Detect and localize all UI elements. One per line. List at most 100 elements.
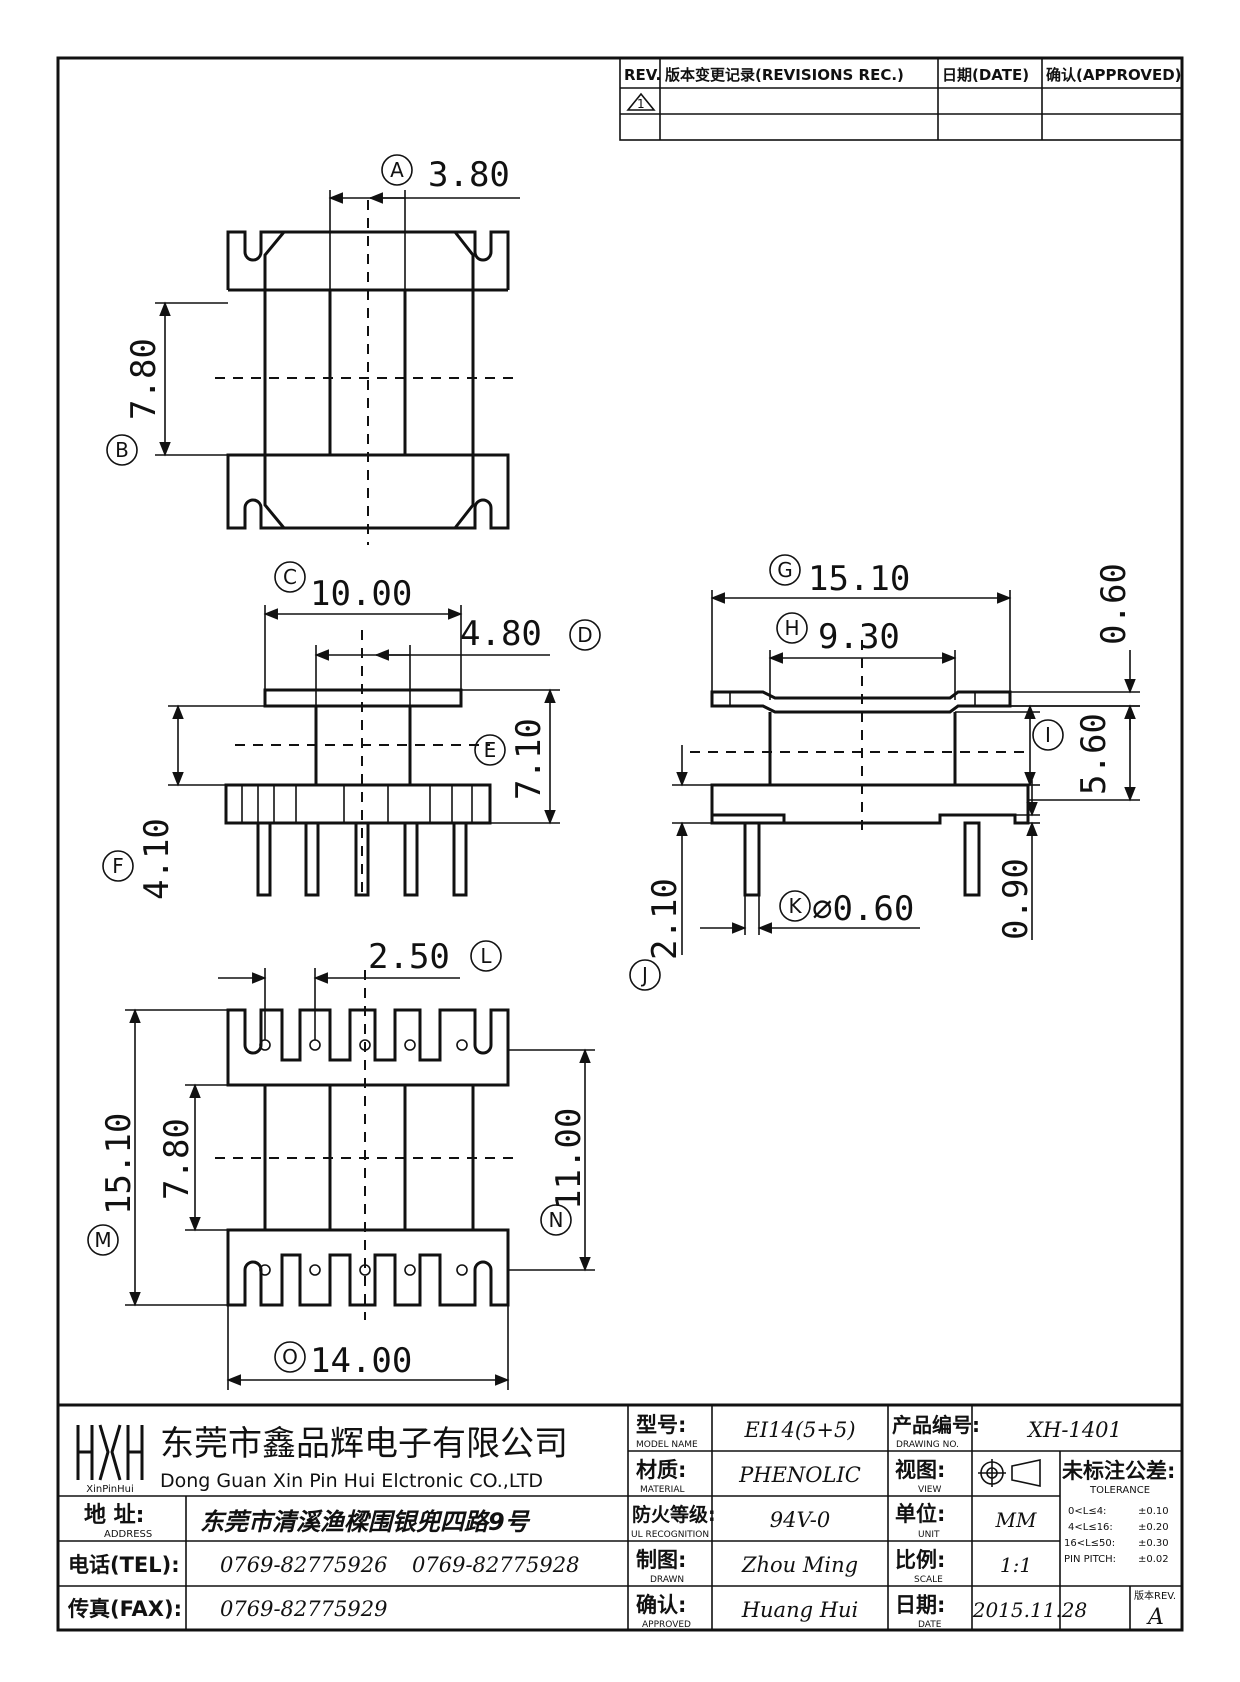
tol-val-0: ±0.10	[1138, 1506, 1169, 1517]
dim-l: 2.50 L	[368, 937, 502, 977]
rev-header: REV.	[624, 66, 661, 84]
unit-label-en: UNIT	[918, 1530, 940, 1540]
tol-range-3: PIN PITCH:	[1064, 1554, 1116, 1565]
tol-range-1: 4<L≤16:	[1068, 1522, 1113, 1533]
dim-k-letter: K	[788, 894, 802, 918]
drawn-label: 制图:	[636, 1548, 686, 1572]
dim-a-letter: A	[390, 158, 404, 182]
dim-a-value: 3.80	[428, 155, 510, 195]
model-label: 型号:	[636, 1413, 686, 1437]
dim-d: 4.80 D	[460, 614, 601, 654]
drawing-no-label-en: DRAWING NO.	[896, 1440, 959, 1450]
drawing-no-value: XH-1401	[1026, 1418, 1122, 1442]
tolerance-label-en: TOLERANCE	[1089, 1485, 1150, 1496]
material-value: PHENOLIC	[738, 1463, 861, 1487]
dim-e-value: 7.10	[509, 718, 549, 800]
dim-g-letter: G	[777, 558, 793, 582]
revision-mark: 1	[637, 97, 645, 111]
fax-label: 传真(FAX):	[67, 1597, 182, 1621]
dim-n-letter: N	[549, 1208, 564, 1232]
dim-h: H 9.30	[776, 612, 900, 657]
rev-rec-header: 版本变更记录(REVISIONS REC.)	[665, 66, 904, 84]
dim-o-letter: O	[282, 1345, 298, 1369]
logo-caption: XinPinHui	[86, 1484, 134, 1495]
scale-value: 1:1	[1000, 1553, 1032, 1577]
dim-d-letter: D	[577, 623, 592, 647]
dim-e-letter: E	[484, 738, 497, 762]
drawing-no-label: 产品编号:	[892, 1413, 980, 1437]
company-name-en: Dong Guan Xin Pin Hui Elctronic CO.,LTD	[160, 1470, 543, 1492]
dim-e: E 7.10	[474, 718, 549, 800]
dim-g: G 15.10	[769, 554, 910, 599]
dim-h-value: 9.30	[818, 617, 900, 657]
dim-b-value: 7.80	[124, 338, 164, 420]
dim-k-value: ⌀0.60	[812, 889, 914, 929]
tol-val-2: ±0.30	[1138, 1538, 1169, 1549]
tol-val-3: ±0.02	[1138, 1554, 1169, 1565]
dim-f-letter: F	[112, 854, 124, 878]
tol-val-1: ±0.20	[1138, 1522, 1169, 1533]
tel-label: 电话(TEL):	[68, 1553, 180, 1577]
tolerance-label: 未标注公差:	[1062, 1459, 1175, 1483]
dim-m: M 15.10	[87, 1113, 139, 1256]
tel-value-1: 0769-82775926	[220, 1553, 387, 1577]
view-label-en: VIEW	[918, 1485, 941, 1495]
scale-label-en: SCALE	[914, 1575, 943, 1585]
revision-triangle-icon	[626, 92, 656, 111]
dim-n-value: 11.00	[549, 1108, 589, 1210]
company-logo: XinPinHui	[76, 1424, 144, 1495]
dim-m-value: 15.10	[99, 1113, 139, 1215]
dim-i: I 5.60	[1032, 713, 1114, 795]
tel-value-2: 0769-82775928	[412, 1553, 579, 1577]
material-label-en: MATERIAL	[640, 1485, 685, 1495]
dim-090-value: 0.90	[996, 858, 1036, 940]
dim-f-value: 4.10	[137, 818, 177, 900]
revision-table: REV. 版本变更记录(REVISIONS REC.) 日期(DATE) 确认(…	[619, 57, 1183, 141]
fire-label: 防火等级:	[632, 1503, 716, 1526]
dim-k: K ⌀0.60	[779, 889, 914, 929]
dim-m-letter: M	[94, 1228, 111, 1252]
approved-label: 确认:	[636, 1593, 686, 1617]
side-view	[672, 590, 1140, 955]
dim-b-letter: B	[115, 438, 129, 462]
rev-label: 版本REV.	[1134, 1589, 1176, 1602]
drawn-label-en: DRAWN	[650, 1575, 684, 1585]
dim-060-top: 0.60	[1094, 563, 1134, 645]
dim-c-value: 10.00	[310, 574, 412, 614]
dim-d-value: 4.80	[460, 614, 542, 654]
dim-a: A 3.80	[381, 154, 510, 195]
dim-o-value: 14.00	[310, 1341, 412, 1381]
address-label-en: ADDRESS	[104, 1529, 152, 1540]
dim-i-letter: I	[1045, 723, 1051, 747]
fax-value: 0769-82775929	[220, 1597, 387, 1621]
dim-i-value: 5.60	[1074, 713, 1114, 795]
dim-f: F 4.10	[102, 818, 177, 900]
dim-n: N 11.00	[540, 1108, 589, 1236]
tol-range-2: 16<L≤50:	[1064, 1538, 1115, 1549]
dim-780-bottom: 7.80	[157, 1118, 197, 1200]
dim-060-value: 0.60	[1094, 563, 1134, 645]
front-view	[168, 605, 560, 900]
top-view	[155, 190, 520, 545]
first-angle-projection-icon	[978, 1459, 1041, 1487]
rev-approved-header: 确认(APPROVED)	[1046, 66, 1182, 84]
address-label: 地 址:	[84, 1503, 144, 1528]
dim-780-value: 7.80	[157, 1118, 197, 1200]
model-label-en: MODEL NAME	[636, 1440, 698, 1450]
approved-value: Huang Hui	[741, 1598, 859, 1622]
drawn-value: Zhou Ming	[741, 1553, 858, 1577]
material-label: 材质:	[636, 1458, 686, 1482]
dim-j-letter: J	[640, 963, 648, 987]
company-name-cn: 东莞市鑫品辉电子有限公司	[160, 1424, 568, 1464]
date-label-en: DATE	[918, 1620, 942, 1630]
rev-date-header: 日期(DATE)	[942, 66, 1029, 84]
fire-value: 94V-0	[770, 1508, 830, 1532]
title-block: XinPinHui 东莞市鑫品辉电子有限公司 Dong Guan Xin Pin…	[56, 1403, 1184, 1632]
dim-g-value: 15.10	[808, 559, 910, 599]
date-value: 2015.11.28	[972, 1598, 1088, 1622]
unit-value: MM	[995, 1508, 1037, 1532]
fire-label-en: UL RECOGNITION	[631, 1530, 709, 1540]
tol-range-0: 0<L≤4:	[1068, 1506, 1106, 1517]
scale-label: 比例:	[895, 1548, 945, 1572]
